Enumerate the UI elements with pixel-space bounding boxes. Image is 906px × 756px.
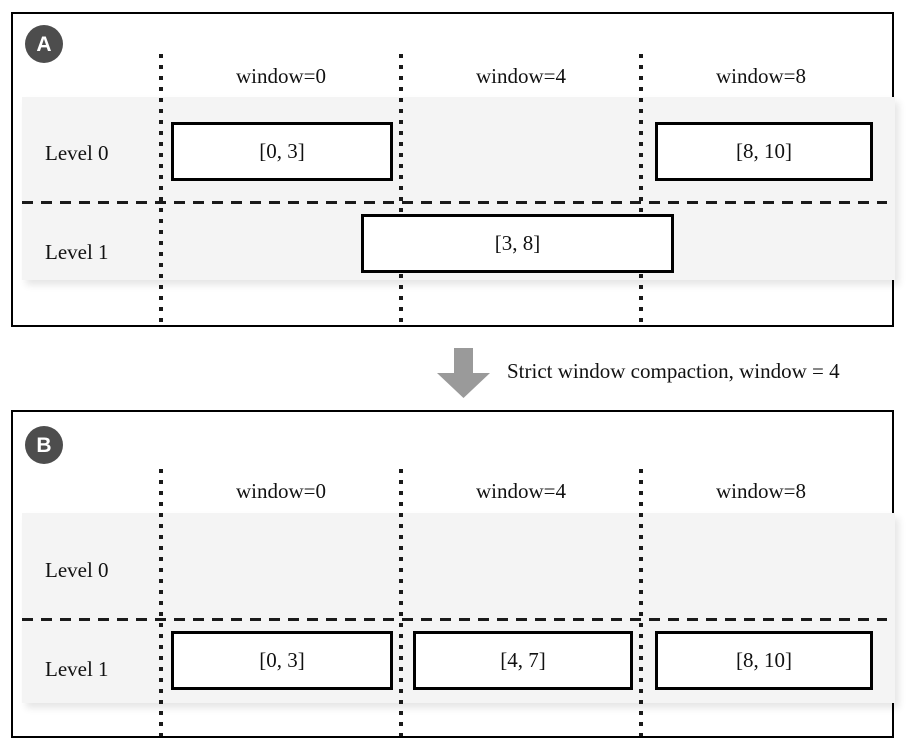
panel-b-window-divider-3	[639, 469, 643, 736]
panel-b-window-divider-2	[399, 469, 403, 736]
arrow-down-icon	[437, 348, 490, 398]
panel-b-window-header-8: window=8	[715, 479, 806, 503]
panel-b-interval-box-8-10: [8, 10]	[655, 631, 873, 690]
panel-a-interval-box-3-8: [3, 8]	[361, 214, 674, 273]
panel-b: B window=0 window=4 window=8 Level 0 Lev…	[11, 410, 895, 738]
panel-b-level-label-0: Level 0	[45, 558, 109, 582]
panel-a-interval-box-8-10: [8, 10]	[655, 122, 873, 181]
panel-b-badge: B	[25, 426, 63, 464]
panel-a-window-divider-2	[399, 54, 403, 324]
panel-a-level-label-0: Level 0	[45, 141, 109, 165]
panel-b-level-divider	[22, 618, 887, 621]
panel-a-window-divider-3	[639, 54, 643, 324]
panel-a-badge: A	[25, 25, 63, 63]
panel-b-interval-box-0-3: [0, 3]	[171, 631, 393, 690]
panel-a-window-divider-1	[159, 54, 163, 324]
panel-b-level-label-1: Level 1	[45, 657, 109, 681]
panel-b-interval-box-4-7: [4, 7]	[413, 631, 633, 690]
panel-a-window-header-8: window=8	[715, 64, 806, 88]
panel-a-level-label-1: Level 1	[45, 240, 109, 264]
panel-a-level-divider	[22, 201, 887, 204]
panel-a-interval-box-0-3: [0, 3]	[171, 122, 393, 181]
panel-b-window-header-4: window=4	[475, 479, 566, 503]
panel-b-window-divider-1	[159, 469, 163, 736]
panel-a-window-header-0: window=0	[235, 64, 326, 88]
transition-group: Strict window compaction, window = 4	[437, 345, 897, 400]
panel-a-window-header-4: window=4	[475, 64, 566, 88]
panel-a: A window=0 window=4 window=8 Level 0 Lev…	[11, 12, 895, 327]
transition-caption: Strict window compaction, window = 4	[507, 359, 840, 383]
panel-b-window-header-0: window=0	[235, 479, 326, 503]
